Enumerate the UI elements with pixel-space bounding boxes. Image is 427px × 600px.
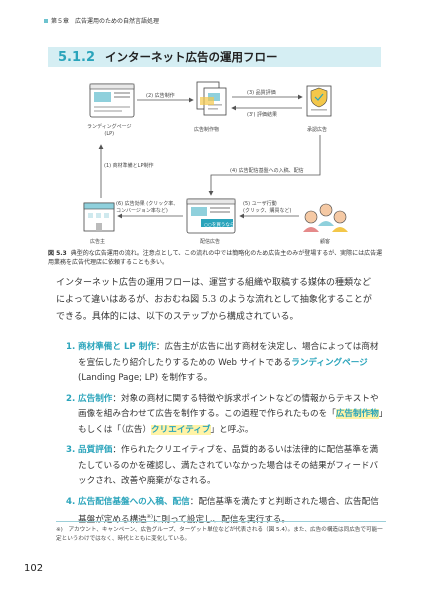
step-number: 4. [66,496,76,507]
arrow-5-label: (5) ユーザ行動 (クリック、購買など) [243,201,292,214]
arrow-1-label: (1) 商材準備とLP制作 [104,163,154,169]
advertiser-building-icon [83,202,115,232]
chapter-header: 第５章 広告運用のための自然言語処理 [44,16,159,25]
footnote: ※) アカウント、キャンペーン、広告グループ、ターゲット単位などが代表される（図… [56,527,383,542]
arrow-6-label: (6) 広告効果 (クリック率、 コンバージョン率など) [116,201,179,214]
approved-ad-icon [306,85,332,117]
section-title: インターネット広告の運用フロー [105,50,278,64]
intro-paragraph: インターネット広告の運用フローは、運営する組織や取稿する媒体の種類などによって違… [56,278,372,322]
step-keyword: 品質評価 [78,445,113,455]
arrow-2-label: (2) 広告制作 [146,93,175,99]
list-item: 4.広告配信基盤への入稿、配信：配信基準を満たすと判断された場合、広告配信基盤が… [56,495,386,529]
step-text: ：対象の商材に関する特徴や訴求ポイントなどの情報からテキストや画像を組み合わせて… [78,393,379,420]
section-heading: 5.1.2 インターネット広告の運用フロー [48,47,381,67]
step-number: 2. [66,393,76,404]
step-text-end: に則って設定し、配信を実行する。 [152,514,290,525]
figure-caption-text: 典型的な広告運用の流れ。注意点として、この流れの中では簡略化のため広告主のみが登… [48,250,383,266]
step-text-end: 」と呼ぶ。 [210,424,254,435]
step-text: ：広告主が広告に出す商材を決定し、場合によっては商材を宣伝したり紹介したりするた… [78,342,379,368]
delivery-ad-label: 配信広告 [200,239,221,245]
page-number: 102 [24,563,44,574]
creative-docs-icon [196,81,227,116]
step-keyword-2: ランディングページ [291,357,368,368]
step-text-mid: 」もしくは「（広告） [78,409,384,435]
users-icon [303,203,348,232]
user-label: 顧客 [320,239,331,245]
chapter-marker-icon [44,19,48,23]
footnote-ref: ※) [146,514,153,520]
landing-page-icon [89,83,135,118]
list-item: 1.商材準備と LP 制作：広告主が広告に出す商材を決定し、場合によっては商材を… [56,340,386,387]
advertiser-label: 広告主 [90,239,106,245]
step-text-end: (Landing Page; LP) を制作する。 [78,373,213,383]
chapter-title: 第５章 広告運用のための自然言語処理 [51,18,160,25]
step-keyword-2: 広告制作物 [335,409,379,419]
arrow-3-label: (3) 品質評価 [247,90,276,96]
list-item: 3.品質評価：作られたクリエイティブを、品質的あるいは法律的に配信基準を満たして… [56,443,386,490]
approved-ad-label: 承認広告 [307,127,328,133]
step-keyword: 広告制作 [78,393,113,404]
step-number: 3. [66,445,76,455]
list-item: 2.広告制作：対象の商材に関する特徴や訴求ポイントなどの情報からテキストや画像を… [56,392,386,439]
arrow-4-label: (4) 広告配信基盤への入稿、配信 [230,168,304,174]
step-number: 1. [66,342,76,352]
step-text: ：配信基準を満たすと判断された場合、広告配信基盤が定める構造 [78,496,379,525]
landing-page-label: ランディングページ (LP) [87,124,132,137]
step-keyword: 商材準備と LP 制作 [78,342,156,352]
banner-text: ○○を買うなら [204,223,235,228]
arrow-3b-label: (3') 評価結果 [247,112,278,118]
figure-label: 図 5.3 [48,250,67,257]
footnote-divider [56,521,386,522]
step-list: 1.商材準備と LP 制作：広告主が広告に出す商材を決定し、場合によっては商材を… [56,340,386,533]
step-keyword-3: クリエイティブ [151,424,211,435]
step-text: ：作られたクリエイティブを、品質的あるいは法律的に配信基準を満たしているのかを確… [78,445,379,486]
creative-label: 広告制作物 [194,127,220,133]
section-number: 5.1.2 [58,49,96,65]
step-keyword: 広告配信基盤への入稿、配信 [78,496,190,507]
